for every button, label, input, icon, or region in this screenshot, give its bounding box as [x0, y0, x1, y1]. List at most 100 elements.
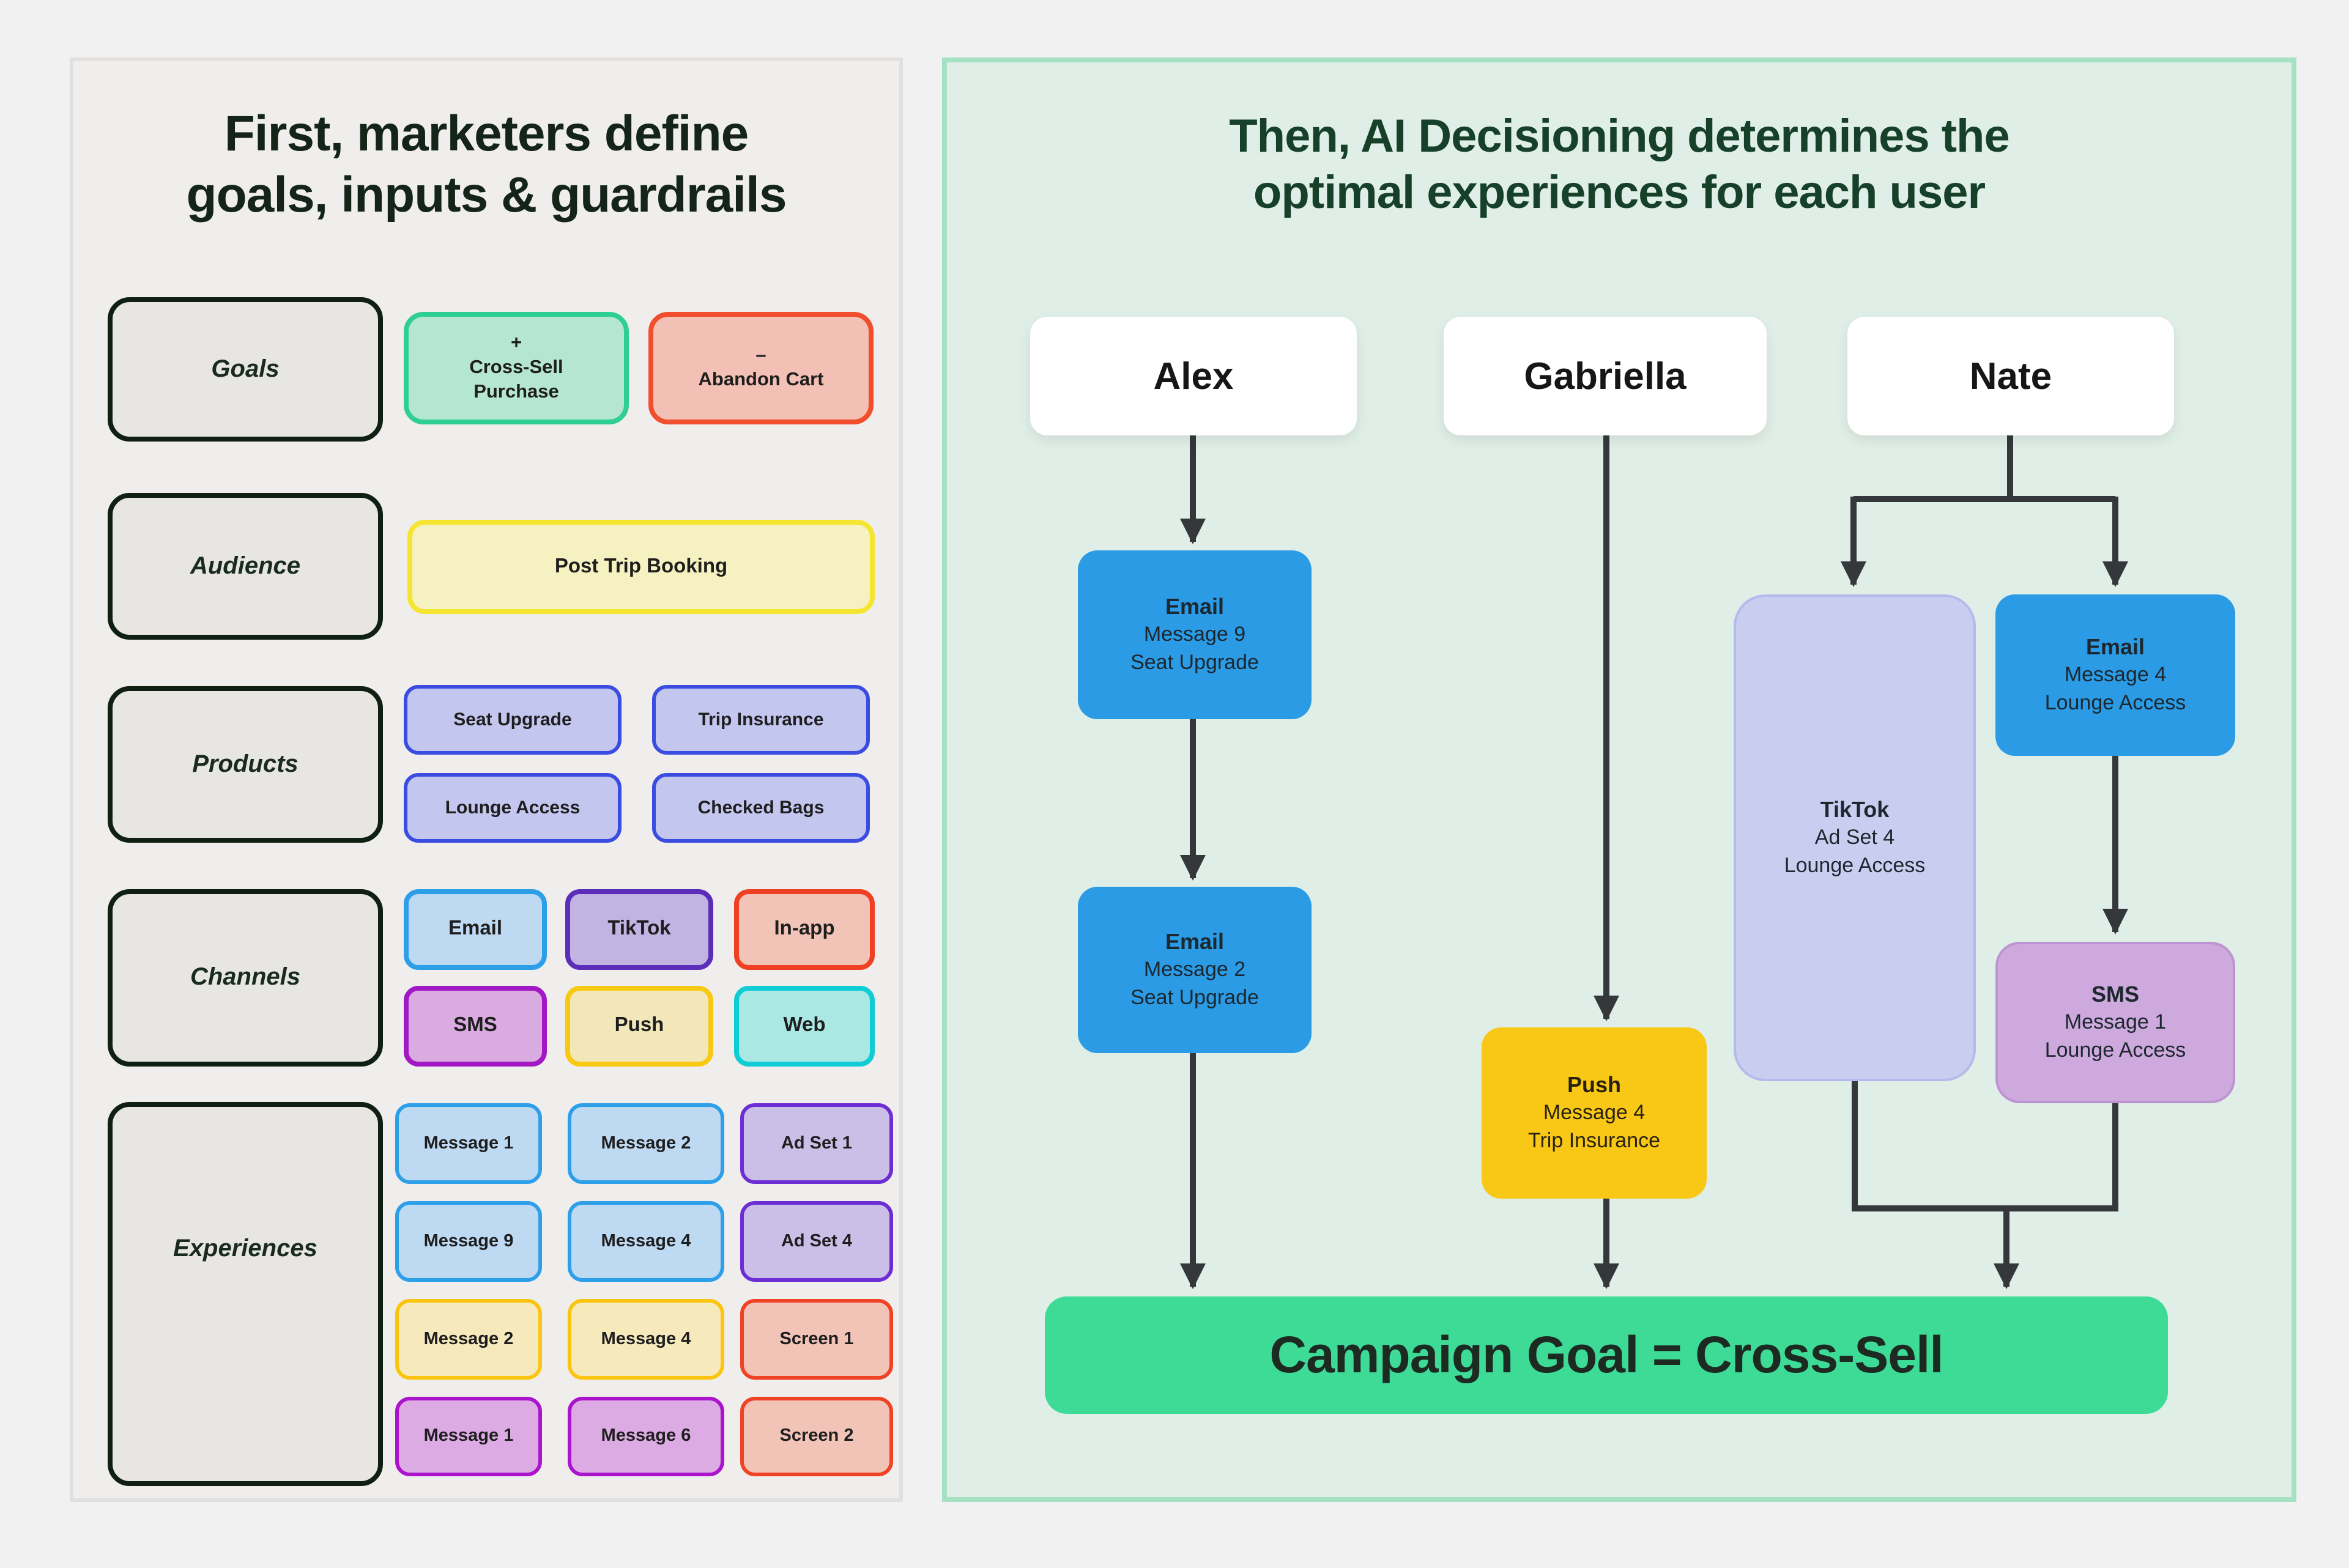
row-label-audience-text: Audience — [190, 552, 301, 579]
experience-text: Ad Set 4 — [781, 1231, 852, 1251]
flow-channel: Push — [1567, 1073, 1621, 1098]
flow-line2: Message 2 — [1143, 958, 1246, 982]
nate-step-tiktok-ad-set-4: TikTok Ad Set 4 Lounge Access — [1734, 594, 1976, 1081]
product-text: Trip Insurance — [698, 709, 824, 730]
flow-line3: Seat Upgrade — [1130, 651, 1259, 675]
product-trip-insurance-chip: Trip Insurance — [652, 685, 870, 755]
experience-message-1-chip: Message 1 — [395, 1103, 542, 1184]
user-card-alex: Alex — [1030, 317, 1357, 435]
right-title-line1: Then, AI Decisioning determines the — [1229, 111, 2010, 163]
goal-positive-line1: Cross-Sell — [469, 357, 563, 378]
experience-text: Message 2 — [601, 1133, 691, 1153]
flow-channel: Email — [1165, 594, 1225, 619]
experience-text: Screen 1 — [779, 1329, 854, 1349]
row-label-products: Products — [108, 686, 383, 843]
row-label-experiences: Experiences — [108, 1102, 383, 1486]
right-title-line2: optimal experiences for each user — [1253, 168, 1986, 220]
channel-email-chip: Email — [404, 889, 547, 970]
channel-web-chip: Web — [734, 986, 875, 1067]
row-label-channels-text: Channels — [190, 964, 301, 991]
experience-message-6-sms-chip: Message 6 — [568, 1397, 724, 1476]
flow-arrows — [1180, 435, 2128, 1289]
flow-line3: Seat Upgrade — [1130, 986, 1259, 1010]
user-name: Gabriella — [1524, 354, 1687, 397]
experience-message-4-push-chip: Message 4 — [568, 1299, 724, 1380]
experience-screen-2-chip: Screen 2 — [740, 1397, 893, 1476]
user-name: Alex — [1153, 354, 1234, 397]
experience-text: Message 4 — [601, 1231, 691, 1251]
alex-step-email-message-9: Email Message 9 Seat Upgrade — [1078, 550, 1312, 719]
channel-tiktok-chip: TikTok — [565, 889, 713, 970]
experience-text: Message 1 — [423, 1426, 514, 1446]
experience-text: Message 9 — [423, 1231, 514, 1251]
product-text: Checked Bags — [697, 797, 825, 818]
alex-step-email-message-2: Email Message 2 Seat Upgrade — [1078, 887, 1312, 1053]
channel-in-app-chip: In-app — [734, 889, 875, 970]
experience-message-1-sms-chip: Message 1 — [395, 1397, 542, 1476]
marketer-inputs-panel: First, marketers define goals, inputs & … — [70, 57, 903, 1502]
row-label-audience: Audience — [108, 493, 383, 640]
flow-line3: Lounge Access — [1784, 854, 1926, 878]
product-checked-bags-chip: Checked Bags — [652, 773, 870, 843]
flow-line2: Ad Set 4 — [1814, 826, 1895, 849]
ai-decisioning-panel: Then, AI Decisioning determines the opti… — [942, 57, 2296, 1502]
channel-text: Web — [783, 1014, 826, 1037]
channel-text: In-app — [774, 917, 835, 940]
experience-text: Message 1 — [423, 1133, 514, 1153]
experience-ad-set-1-chip: Ad Set 1 — [740, 1103, 893, 1184]
campaign-goal-text: Campaign Goal = Cross-Sell — [1269, 1326, 1943, 1383]
left-title-line1: First, marketers define — [224, 105, 749, 161]
flow-channel: SMS — [2091, 982, 2139, 1007]
experience-text: Screen 2 — [779, 1426, 854, 1446]
flow-line2: Message 4 — [2064, 663, 2167, 687]
row-label-channels: Channels — [108, 889, 383, 1067]
goal-positive-line2: Purchase — [473, 382, 559, 403]
product-lounge-access-chip: Lounge Access — [404, 773, 622, 843]
product-text: Seat Upgrade — [453, 709, 572, 730]
experience-screen-1-chip: Screen 1 — [740, 1299, 893, 1380]
row-label-goals-text: Goals — [211, 355, 280, 382]
right-panel-title: Then, AI Decisioning determines the opti… — [947, 109, 2291, 222]
audience-post-trip-booking-chip: Post Trip Booking — [407, 520, 875, 614]
gabriella-step-push-message-4: Push Message 4 Trip Insurance — [1482, 1027, 1707, 1199]
user-card-nate: Nate — [1847, 317, 2174, 435]
row-label-goals: Goals — [108, 297, 383, 442]
channel-text: SMS — [453, 1014, 497, 1037]
experience-message-9-chip: Message 9 — [395, 1201, 542, 1282]
user-name: Nate — [1969, 354, 2052, 397]
flow-line3: Trip Insurance — [1527, 1129, 1661, 1153]
channel-text: Push — [614, 1014, 664, 1037]
goal-abandon-cart-chip: – Abandon Cart — [648, 312, 874, 424]
experience-text: Message 6 — [601, 1426, 691, 1446]
flow-channel: Email — [2085, 635, 2145, 660]
experience-text: Message 4 — [601, 1329, 691, 1349]
campaign-goal-banner: Campaign Goal = Cross-Sell — [1045, 1296, 2168, 1414]
user-card-gabriella: Gabriella — [1444, 317, 1767, 435]
channel-push-chip: Push — [565, 986, 713, 1067]
flow-line2: Message 4 — [1543, 1101, 1646, 1125]
experience-message-2-push-chip: Message 2 — [395, 1299, 542, 1380]
experience-ad-set-4-chip: Ad Set 4 — [740, 1201, 893, 1282]
nate-step-sms-message-1: SMS Message 1 Lounge Access — [1995, 942, 2235, 1103]
experience-message-2-chip: Message 2 — [568, 1103, 724, 1184]
flow-channel: TikTok — [1820, 797, 1890, 823]
nate-step-email-message-4: Email Message 4 Lounge Access — [1995, 594, 2235, 756]
goal-negative-sign: – — [755, 344, 766, 366]
flow-line3: Lounge Access — [2044, 691, 2186, 715]
product-text: Lounge Access — [445, 797, 581, 818]
flow-line3: Lounge Access — [2044, 1038, 2186, 1062]
audience-value-text: Post Trip Booking — [554, 555, 728, 577]
experience-text: Ad Set 1 — [781, 1133, 852, 1153]
goal-negative-line1: Abandon Cart — [698, 369, 824, 390]
goal-positive-sign: + — [510, 332, 522, 353]
flow-channel: Email — [1165, 930, 1225, 955]
row-label-experiences-text: Experiences — [173, 1235, 317, 1262]
experience-text: Message 2 — [423, 1329, 514, 1349]
goal-cross-sell-purchase-chip: + Cross-Sell Purchase — [404, 312, 629, 424]
channel-text: TikTok — [607, 917, 671, 940]
flow-line2: Message 9 — [1143, 623, 1246, 646]
experience-message-4-chip: Message 4 — [568, 1201, 724, 1282]
channel-sms-chip: SMS — [404, 986, 547, 1067]
flow-line2: Message 1 — [2064, 1010, 2167, 1034]
